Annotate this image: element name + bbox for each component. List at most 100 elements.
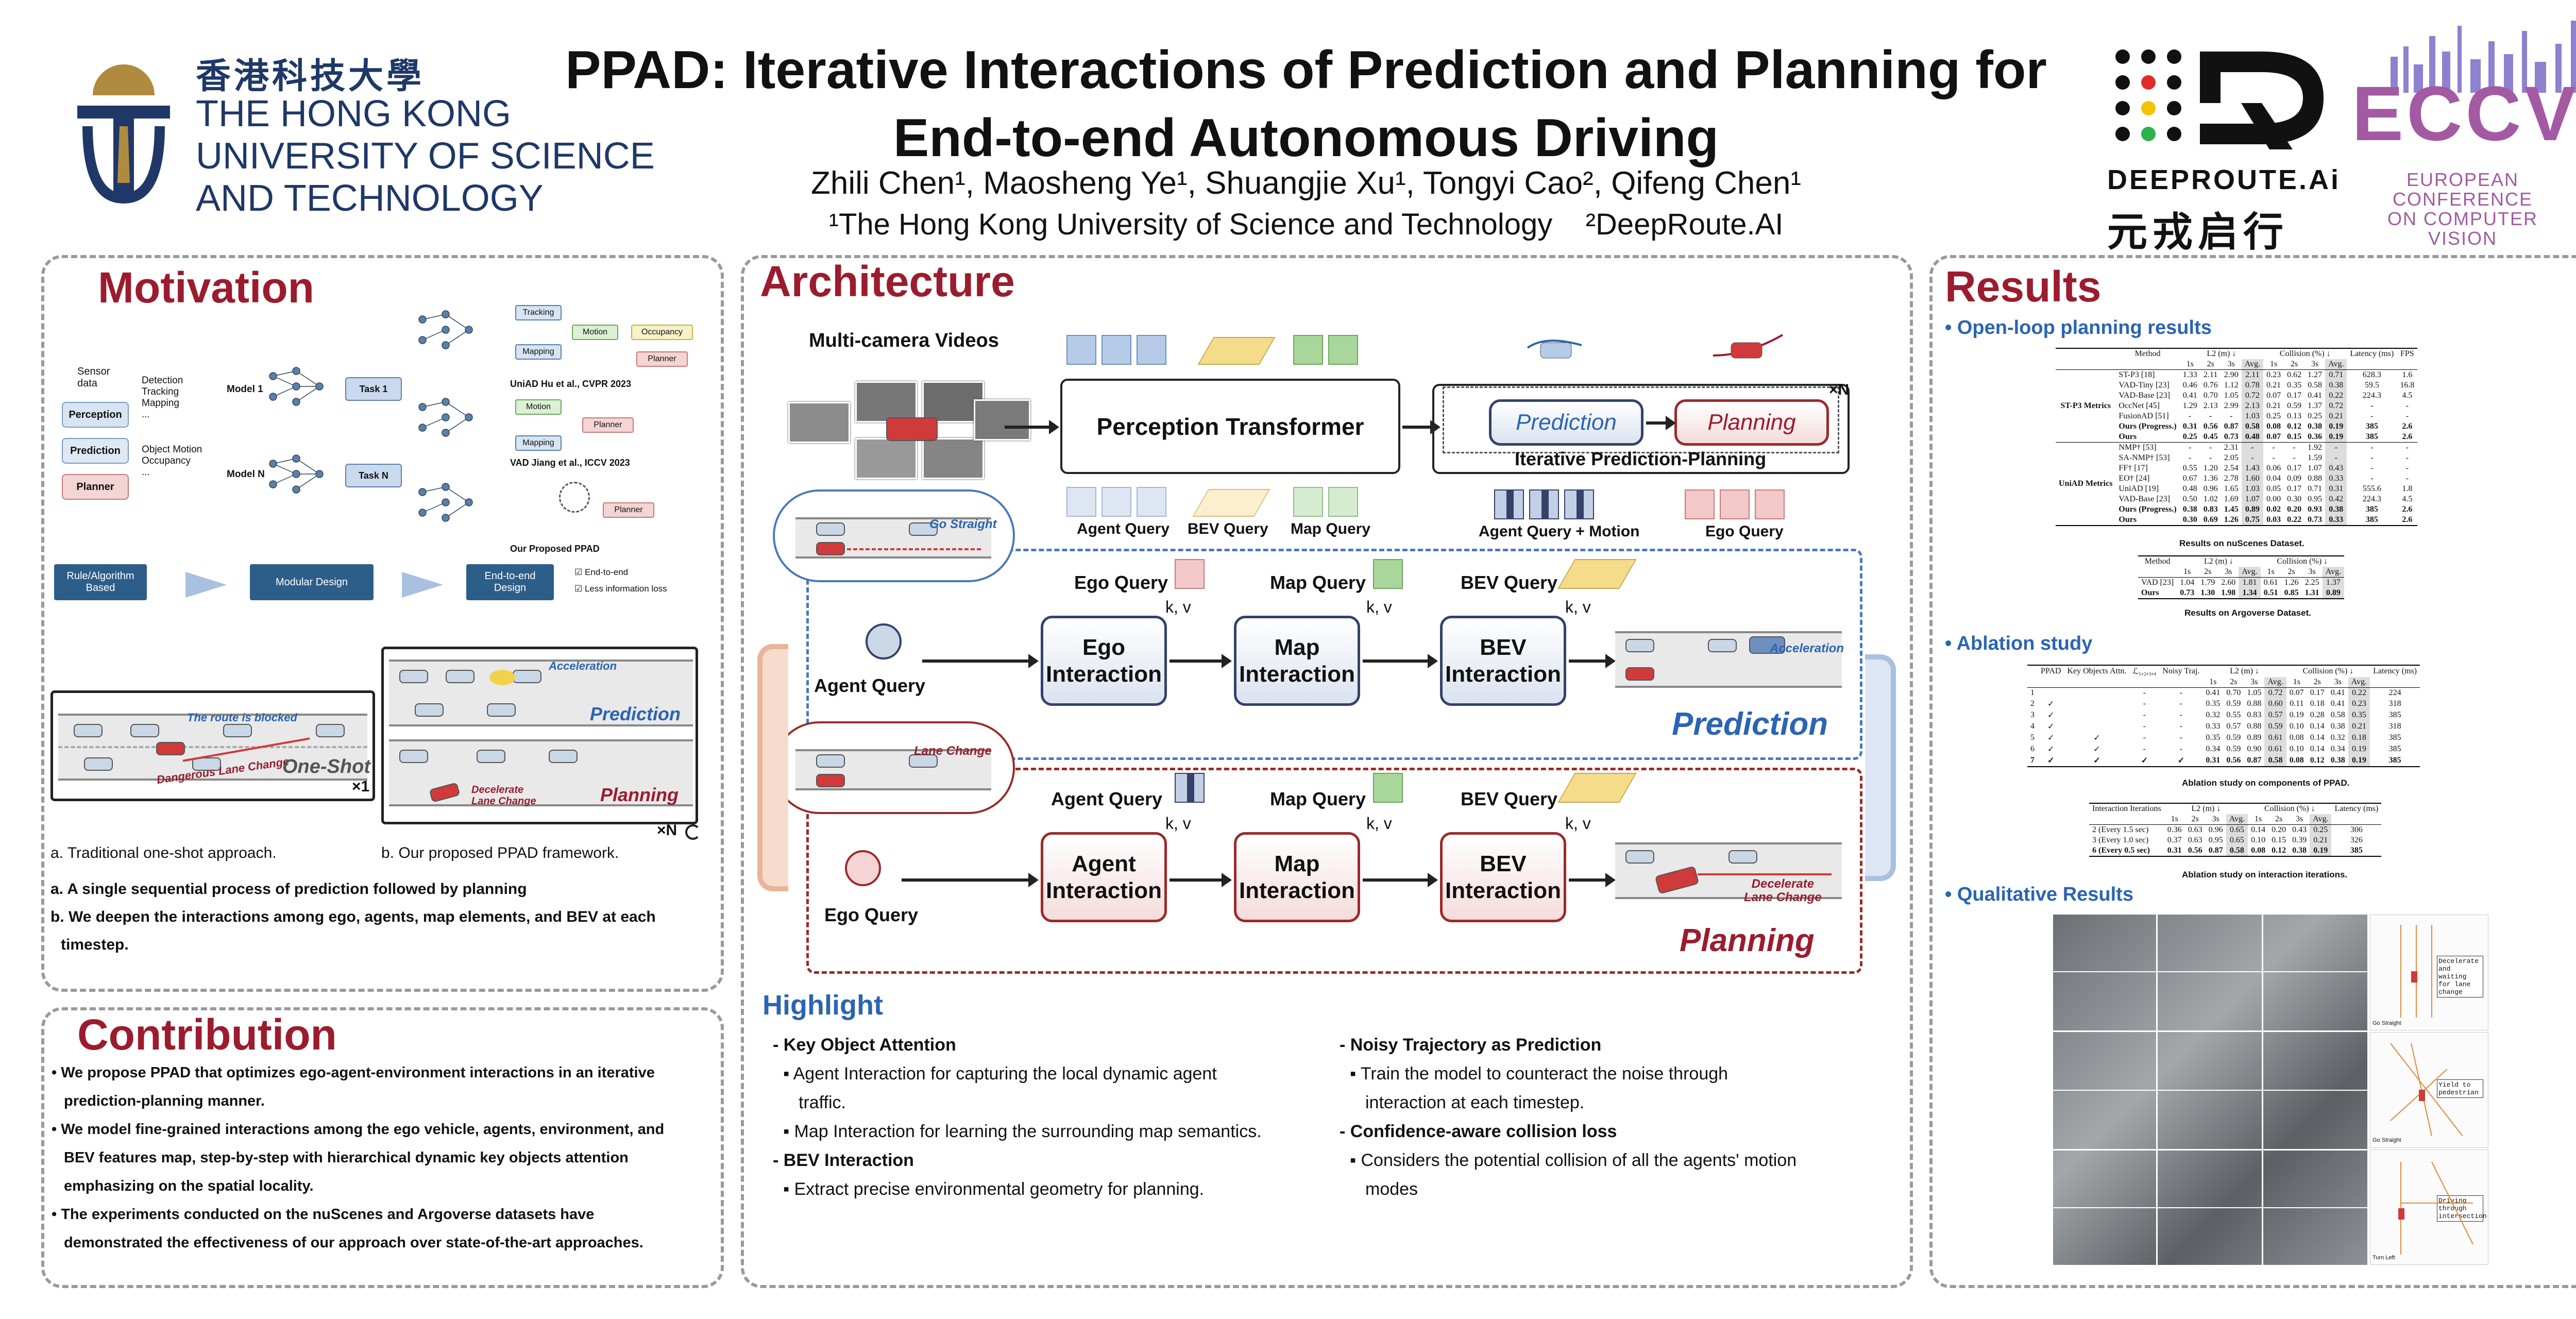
go-straight-label: Go Straight bbox=[929, 517, 997, 531]
table-cell: 0.39 bbox=[2292, 836, 2307, 844]
table-cell: - bbox=[2179, 711, 2183, 719]
argo-th-col: Collision (%) ↓ bbox=[2277, 557, 2328, 566]
table-cell: 0.50 bbox=[2182, 495, 2197, 503]
table-cell: 1.02 bbox=[2203, 495, 2218, 503]
table-cell: 1.37 bbox=[2308, 401, 2323, 410]
table-cell: 0.95 bbox=[2208, 836, 2223, 844]
ego-int-line1: Ego bbox=[1082, 634, 1126, 660]
loop-arrow-left bbox=[757, 644, 788, 891]
eccv-sub-4: VISION bbox=[2428, 228, 2498, 249]
sub: 3s bbox=[2334, 678, 2342, 686]
table-cell: 2.31 bbox=[2224, 443, 2239, 452]
table-cell: 0.48 bbox=[2241, 432, 2264, 443]
title-line-2: End-to-end Autonomous Driving bbox=[893, 108, 1719, 168]
table-cell: 1.92 bbox=[2308, 443, 2323, 452]
map-query-token bbox=[1373, 559, 1403, 589]
table-cell bbox=[2038, 688, 2064, 699]
table-cell: 0.15 bbox=[2287, 432, 2302, 441]
hl-agent-int-cont: traffic. bbox=[799, 1093, 846, 1112]
table-cell: 0.58 bbox=[2330, 711, 2345, 719]
prediction-panel bbox=[806, 549, 1862, 760]
table-cell: 0.41 bbox=[2308, 391, 2323, 400]
agent-query-label: Agent Query bbox=[1077, 520, 1170, 537]
route-blocked-label: The route is blocked bbox=[187, 711, 297, 724]
one-shot-figure: The route is blocked Dangerous Lane Chan… bbox=[50, 690, 375, 801]
table-cell: 0.18 bbox=[2348, 732, 2370, 743]
agent-motion-label: Agent Query + Motion bbox=[1479, 523, 1640, 540]
hkust-name-cn: 香港科技大學 bbox=[196, 57, 425, 96]
ipp-xN: ×N bbox=[1829, 381, 1850, 398]
pipeline-arrow-2 bbox=[402, 572, 443, 598]
prediction-scene: Acceleration bbox=[1615, 616, 1844, 703]
table-cell: 385 bbox=[2365, 515, 2378, 524]
hl-key-object: - Key Object Attention bbox=[773, 1035, 956, 1055]
table-cell: 0.72 bbox=[2241, 391, 2264, 401]
table-cell: - bbox=[2179, 722, 2183, 731]
table-cell: 385 bbox=[2388, 711, 2401, 719]
pt-output-tokens bbox=[1066, 335, 1406, 371]
table-cell: 628.3 bbox=[2362, 370, 2381, 379]
table-cell: 0.59 bbox=[2226, 745, 2241, 753]
table-cell: - bbox=[2325, 442, 2347, 453]
uniad-tag-mapping: Mapping bbox=[515, 344, 562, 360]
table-cell: 0.25 bbox=[2308, 412, 2323, 420]
map-int2-line1: Map bbox=[1274, 851, 1320, 876]
mapping-item: Mapping bbox=[142, 398, 179, 409]
table-cell: 1 bbox=[2030, 688, 2035, 697]
table-cell: Ours bbox=[2119, 432, 2137, 441]
table-cell: 0.17 bbox=[2287, 464, 2302, 472]
title-line-1: PPAD: Iterative Interactions of Predicti… bbox=[565, 40, 2047, 100]
sub: 3s bbox=[2311, 360, 2319, 368]
detection-item: Detection bbox=[142, 375, 183, 386]
table-cell bbox=[2064, 721, 2129, 732]
table-cell: 0.25 bbox=[2266, 412, 2281, 420]
bev-int-line2: Interaction bbox=[1445, 661, 1561, 687]
table-cell: 0.19 bbox=[2325, 421, 2347, 432]
table-cell: 0.90 bbox=[2247, 745, 2262, 753]
table-cell: 0.02 bbox=[2266, 505, 2281, 514]
highlight-title: Highlight bbox=[762, 990, 883, 1021]
table-cell: 0.20 bbox=[2272, 825, 2286, 834]
table-cell: 0.19 bbox=[2310, 845, 2332, 856]
table-cell: - bbox=[2143, 733, 2146, 742]
table-cell: 1.37 bbox=[2322, 577, 2345, 588]
table-cell: 0.14 bbox=[2310, 733, 2325, 742]
hl-collision: - Confidence-aware collision loss bbox=[1340, 1122, 1617, 1141]
table-cell bbox=[2064, 709, 2129, 721]
table-cell: 555.6 bbox=[2362, 484, 2381, 493]
authors: Zhili Chen¹, Maosheng Ye¹, Shuangjie Xu¹… bbox=[811, 165, 1801, 201]
contrib-line-4: BEV features map, step-by-step with hier… bbox=[64, 1149, 629, 1166]
arrow-pred-to-plan bbox=[1646, 416, 1676, 430]
point-b-cont: timestep. bbox=[61, 936, 129, 953]
table-cell: Ours bbox=[2119, 515, 2137, 524]
table-cell: 0.17 bbox=[2310, 688, 2325, 697]
table-cell: 0.22 bbox=[2287, 515, 2302, 524]
table-cell: FF† [17] bbox=[2119, 464, 2148, 472]
table-cell: 0.48 bbox=[2182, 484, 2197, 493]
open-loop-heading: • Open-loop planning results bbox=[1945, 317, 2212, 339]
table-cell: 0.36 bbox=[2167, 825, 2182, 834]
table-cell: 0.70 bbox=[2203, 391, 2218, 400]
hl-noisy-train: ▪ Train the model to counteract the nois… bbox=[1350, 1064, 1728, 1084]
poster-title: PPAD: Iterative Interactions of Predicti… bbox=[546, 36, 2066, 172]
table-cell: 0.59 bbox=[2264, 721, 2286, 732]
table-cell: 2.11 bbox=[2204, 370, 2218, 379]
eccv-sub-2: CONFERENCE bbox=[2392, 189, 2533, 210]
hl-map-int: ▪ Map Interaction for learning the surro… bbox=[783, 1122, 1262, 1141]
pred-car-icon bbox=[1525, 330, 1587, 366]
modelN-label: Model N bbox=[227, 469, 265, 480]
bev-query-kv-label: BEV Query bbox=[1461, 572, 1558, 593]
table-cell: 2.78 bbox=[2224, 474, 2239, 483]
table-cell: 0.42 bbox=[2325, 494, 2347, 504]
table-cell: VAD-Base [23] bbox=[2119, 391, 2171, 400]
sensor-data-label: Sensor data bbox=[77, 366, 110, 389]
table-cell: 2.11 bbox=[2241, 369, 2264, 380]
network-icon-1 bbox=[268, 366, 325, 410]
